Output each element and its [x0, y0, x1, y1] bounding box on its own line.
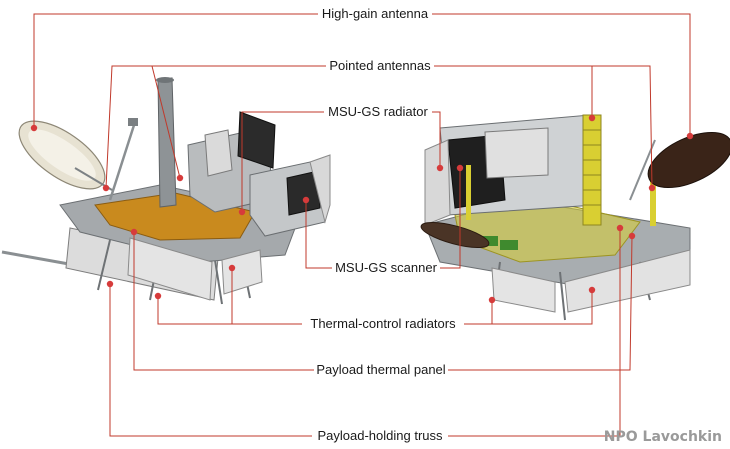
marker-scanner-left — [302, 196, 310, 204]
leader-pointed-antennas-left-1 — [105, 65, 326, 189]
marker-truss-left — [106, 280, 114, 288]
leader-pointed-antennas-left-2 — [151, 65, 181, 179]
leader-msu-gs-radiator-left — [241, 111, 324, 212]
right-payload-truss-stack — [582, 114, 602, 226]
left-antenna-mast — [157, 77, 177, 208]
label-pointed-antennas: Pointed antennas — [329, 58, 431, 73]
left-scanner-side-panel — [309, 154, 331, 224]
right-small-dish — [420, 221, 490, 249]
marker-pointed-left-1 — [102, 184, 110, 192]
marker-radiator-right — [436, 164, 444, 172]
right-yellow-rod — [466, 165, 471, 220]
right-spacecraft — [420, 114, 730, 321]
leader-msu-gs-scanner-left — [305, 200, 332, 269]
left-pointed-antenna-boom — [108, 121, 137, 201]
marker-thermal-radiator-right-2 — [588, 286, 596, 294]
right-green-component-2 — [500, 240, 518, 250]
label-msu-gs-scanner: MSU-GS scanner — [335, 260, 438, 275]
left-msu-gs-radiator — [237, 111, 276, 169]
label-thermal-control-radiators: Thermal-control radiators — [310, 316, 456, 331]
right-thermal-control-radiator — [491, 267, 556, 313]
left-dish-inner — [28, 129, 96, 181]
right-high-gain-antenna-dish — [647, 131, 730, 189]
left-pointed-antenna-head — [128, 118, 138, 126]
right-side-panel — [424, 139, 451, 226]
marker-high-gain-left — [30, 124, 38, 132]
leader-high-gain-antenna-right — [432, 13, 691, 136]
marker-high-gain-right — [686, 132, 694, 140]
leader-lines — [33, 13, 691, 437]
marker-pointed-right-1 — [648, 184, 656, 192]
leader-pointed-antennas-right-1 — [434, 65, 653, 189]
leader-msu-gs-scanner-right — [440, 168, 461, 269]
label-payload-holding-truss: Payload-holding truss — [317, 428, 443, 443]
left-thermal-control-radiator — [127, 237, 213, 301]
marker-pointed-left-2 — [176, 174, 184, 182]
label-high-gain-antenna: High-gain antenna — [322, 6, 429, 21]
leader-payload-holding-truss-left — [109, 284, 312, 437]
credit-npo-lavochkin: NPO Lavochkin — [604, 429, 722, 445]
marker-truss-right — [616, 224, 624, 232]
marker-thermal-radiator-right — [488, 296, 496, 304]
right-radiator-fins — [484, 127, 549, 179]
marker-scanner-right — [456, 164, 464, 172]
left-msu-gs-scanner-aperture — [286, 170, 321, 216]
leader-payload-thermal-panel-right — [448, 235, 633, 371]
right-thermal-control-radiator-2 — [564, 249, 691, 313]
leader-thermal-control-radiators-left — [157, 296, 302, 325]
left-mast-top — [156, 77, 174, 83]
marker-dots — [30, 114, 694, 304]
marker-thermal-panel-left — [130, 228, 138, 236]
right-pointed-antenna-boom — [650, 178, 656, 226]
right-dish-arm — [629, 139, 656, 201]
right-green-component — [480, 236, 498, 246]
leader-thermal-control-radiators-right — [464, 300, 493, 325]
marker-radiator-left — [238, 208, 246, 216]
marker-thermal-panel-right — [628, 232, 636, 240]
leader-msu-gs-radiator-right — [432, 111, 441, 168]
leader-payload-holding-truss-right — [448, 228, 621, 437]
leader-high-gain-antenna-left — [33, 13, 318, 128]
leader-payload-thermal-panel-left — [133, 232, 314, 371]
left-radiator-fin — [204, 129, 233, 177]
right-truss-rings — [583, 129, 601, 206]
label-payload-thermal-panel: Payload thermal panel — [316, 362, 445, 377]
left-spacecraft — [1, 77, 331, 305]
marker-pointed-right-2 — [588, 114, 596, 122]
label-msu-gs-radiator: MSU-GS radiator — [328, 104, 428, 119]
leader-thermal-control-radiators-right-2 — [492, 290, 593, 325]
marker-thermal-radiator-left — [154, 292, 162, 300]
marker-thermal-radiator-left-2 — [228, 264, 236, 272]
